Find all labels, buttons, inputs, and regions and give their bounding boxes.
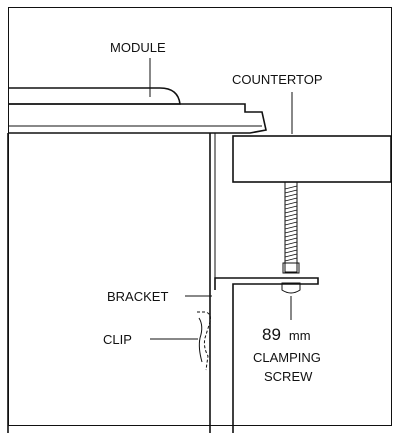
bracket-shape [214,277,319,433]
clip-label: CLIP [103,332,132,347]
cabinet-body [7,133,216,433]
screw-label-line1: CLAMPING [253,350,321,365]
screw-thread [284,217,298,222]
screw-thread [284,185,298,190]
countertop-shape [232,135,392,183]
bracket-label: BRACKET [107,289,168,304]
screw-thread [284,189,298,194]
screw-thread [284,201,298,206]
screw-thread [284,257,298,262]
diagram-frame [8,7,392,426]
screw-thread [284,197,298,202]
screw-thread [284,237,298,242]
screw-size-unit: mm [289,328,311,343]
screw-thread [284,193,298,198]
countertop-label: COUNTERTOP [232,72,323,87]
screw-thread [284,241,298,246]
screw-size-value: 89 [262,325,281,344]
screw-thread [284,213,298,218]
screw-thread [284,245,298,250]
screw-thread [284,221,298,226]
module-label: MODULE [110,40,166,55]
screw-thread [284,253,298,258]
screw-thread [284,229,298,234]
clip-shape [197,311,211,371]
screw-size-label: 89 mm [262,325,311,344]
screw-thread [284,225,298,230]
screw-thread [284,233,298,238]
clamping-screw-shape [281,181,301,294]
screw-thread [284,249,298,254]
screw-thread [284,205,298,210]
screw-thread [284,209,298,214]
screw-label-line2: SCREW [264,369,313,384]
module-shape [8,87,267,134]
